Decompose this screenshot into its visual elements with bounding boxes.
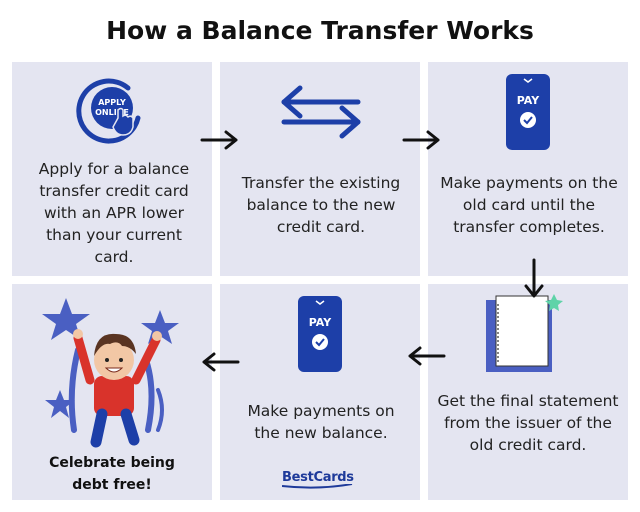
pay-label: PAY	[517, 94, 541, 107]
arrow-right-icon	[402, 130, 440, 150]
step-text-apply: Apply for a balance transfer credit card…	[38, 160, 190, 266]
apply-online-icon: APPLY ONLINE	[76, 78, 141, 144]
step-text-statement: Get the final statement from the issuer …	[437, 392, 619, 454]
statement-document-icon	[486, 294, 563, 372]
brand-logo: BestCards	[282, 470, 354, 485]
step-text-pay-old: Make payments on the old card until the …	[440, 174, 618, 236]
pay-phone-icon: PAY	[298, 296, 342, 372]
arrow-left-icon	[202, 352, 240, 372]
arrow-down-icon	[524, 258, 544, 298]
transfer-arrows-icon	[281, 85, 361, 139]
arrow-right-icon	[200, 130, 238, 150]
pay-label: PAY	[309, 316, 333, 329]
apply-icon-line2: ONLINE	[95, 108, 129, 117]
step-text-pay-new: Make payments on the new balance.	[247, 402, 395, 442]
arrow-left-icon	[408, 346, 446, 366]
brand-underline-icon	[282, 484, 353, 489]
pay-phone-icon: PAY	[506, 74, 550, 150]
step-panel-transfer	[220, 62, 420, 276]
step-text-celebrate: Celebrate being debt free!	[49, 455, 175, 493]
apply-icon-line1: APPLY	[98, 98, 126, 107]
page-title: How a Balance Transfer Works	[106, 16, 534, 45]
celebrating-person-icon	[42, 298, 179, 448]
step-text-transfer: Transfer the existing balance to the new…	[241, 174, 401, 236]
